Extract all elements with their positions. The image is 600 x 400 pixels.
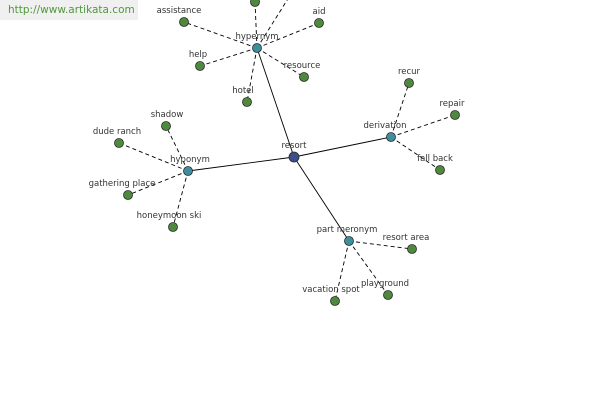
edges-layer bbox=[118, 0, 456, 302]
node-circle-playground[interactable] bbox=[383, 290, 393, 300]
edge-resort-part-meronym bbox=[293, 156, 350, 242]
edge-hyponym-honeymoon-ski bbox=[172, 170, 189, 228]
edge-derivation-fall-back bbox=[390, 136, 441, 171]
node-label-honeymoon-ski: honeymoon ski bbox=[137, 211, 202, 221]
node-circle-help[interactable] bbox=[195, 61, 205, 71]
node-label-vacation-spot: vacation spot bbox=[302, 285, 360, 295]
node-circle-assistance[interactable] bbox=[179, 17, 189, 27]
node-circle-dude-ranch[interactable] bbox=[114, 138, 124, 148]
nodes-layer: assistance aid help resource hotel recur repai… bbox=[89, 0, 465, 306]
node-circle-resort[interactable] bbox=[288, 151, 300, 163]
node-repair[interactable]: repair bbox=[440, 99, 466, 120]
node-label-derivation: derivation bbox=[363, 121, 406, 131]
node-circle-shadow[interactable] bbox=[161, 121, 171, 131]
node-label-help: help bbox=[189, 50, 207, 60]
node-circle-recur[interactable] bbox=[404, 78, 414, 88]
node-label-resort-area: resort area bbox=[383, 233, 430, 243]
edge-hyponym-gathering-place bbox=[127, 170, 189, 196]
node-derivation[interactable]: derivation bbox=[363, 121, 407, 142]
edge-hypernym-hypernym-top-2 bbox=[256, 0, 288, 49]
edge-derivation-recur bbox=[390, 82, 410, 138]
node-label-playground: playground bbox=[361, 279, 409, 289]
node-label-aid: aid bbox=[313, 7, 326, 17]
node-hypernym[interactable]: hypernym bbox=[235, 32, 279, 53]
node-circle-hyponym[interactable] bbox=[183, 166, 193, 176]
node-circle-part-meronym[interactable] bbox=[344, 236, 354, 246]
node-gathering-place[interactable]: gathering place bbox=[89, 179, 156, 200]
edge-resort-derivation bbox=[293, 136, 392, 158]
edge-part-meronym-vacation-spot bbox=[334, 240, 350, 302]
node-circle-vacation-spot[interactable] bbox=[330, 296, 340, 306]
node-recur[interactable]: recur bbox=[398, 67, 421, 88]
node-label-assistance: assistance bbox=[157, 6, 202, 16]
node-hotel[interactable]: hotel bbox=[232, 86, 254, 107]
node-assistance[interactable]: assistance bbox=[157, 6, 202, 27]
edge-hypernym-hotel bbox=[246, 47, 258, 103]
node-fall-back[interactable]: fall back bbox=[417, 154, 453, 175]
node-circle-repair[interactable] bbox=[450, 110, 460, 120]
node-part-meronym[interactable]: part meronym bbox=[317, 225, 378, 246]
node-label-resort: resort bbox=[282, 141, 308, 151]
node-circle-resource[interactable] bbox=[299, 72, 309, 82]
node-label-shadow: shadow bbox=[151, 110, 184, 120]
node-resort[interactable]: resort bbox=[282, 141, 308, 163]
node-circle-aid[interactable] bbox=[314, 18, 324, 28]
edge-hypernym-assistance bbox=[183, 21, 258, 49]
edge-resort-hypernym bbox=[256, 47, 295, 158]
node-help[interactable]: help bbox=[189, 50, 207, 71]
node-circle-hypernym[interactable] bbox=[252, 43, 262, 53]
node-hypernym-top-1[interactable] bbox=[250, 0, 260, 7]
node-label-hotel: hotel bbox=[232, 86, 254, 96]
node-label-gathering-place: gathering place bbox=[89, 179, 156, 189]
node-label-recur: recur bbox=[398, 67, 421, 77]
edge-hypernym-resource bbox=[256, 47, 305, 78]
node-circle-hypernym-top-1[interactable] bbox=[250, 0, 260, 7]
edge-hyponym-dude-ranch bbox=[118, 142, 189, 172]
edge-resort-hyponym bbox=[187, 156, 295, 172]
node-playground[interactable]: playground bbox=[361, 279, 409, 300]
node-resource[interactable]: resource bbox=[284, 61, 321, 82]
node-dude-ranch[interactable]: dude ranch bbox=[93, 127, 141, 148]
node-aid[interactable]: aid bbox=[313, 7, 326, 28]
node-circle-gathering-place[interactable] bbox=[123, 190, 133, 200]
node-resort-area[interactable]: resort area bbox=[383, 233, 430, 254]
node-label-hyponym: hyponym bbox=[170, 155, 210, 165]
node-circle-resort-area[interactable] bbox=[407, 244, 417, 254]
edge-hyponym-shadow bbox=[165, 125, 189, 172]
node-circle-fall-back[interactable] bbox=[435, 165, 445, 175]
node-label-dude-ranch: dude ranch bbox=[93, 127, 141, 137]
node-label-part-meronym: part meronym bbox=[317, 225, 378, 235]
edge-hypernym-help bbox=[199, 47, 258, 67]
node-circle-honeymoon-ski[interactable] bbox=[168, 222, 178, 232]
node-hyponym[interactable]: hyponym bbox=[170, 155, 210, 176]
node-honeymoon-ski[interactable]: honeymoon ski bbox=[137, 211, 202, 232]
node-label-resource: resource bbox=[284, 61, 321, 71]
node-shadow[interactable]: shadow bbox=[151, 110, 184, 131]
node-circle-hotel[interactable] bbox=[242, 97, 252, 107]
node-label-hypernym: hypernym bbox=[235, 32, 278, 42]
node-label-repair: repair bbox=[440, 99, 466, 109]
node-vacation-spot[interactable]: vacation spot bbox=[302, 285, 360, 306]
edge-hypernym-hypernym-top-1 bbox=[254, 1, 258, 49]
node-circle-derivation[interactable] bbox=[386, 132, 396, 142]
edge-derivation-repair bbox=[390, 114, 456, 138]
node-label-fall-back: fall back bbox=[417, 154, 453, 164]
edge-part-meronym-resort-area bbox=[348, 240, 413, 250]
watermark-url[interactable]: http://www.artikata.com bbox=[0, 0, 138, 20]
